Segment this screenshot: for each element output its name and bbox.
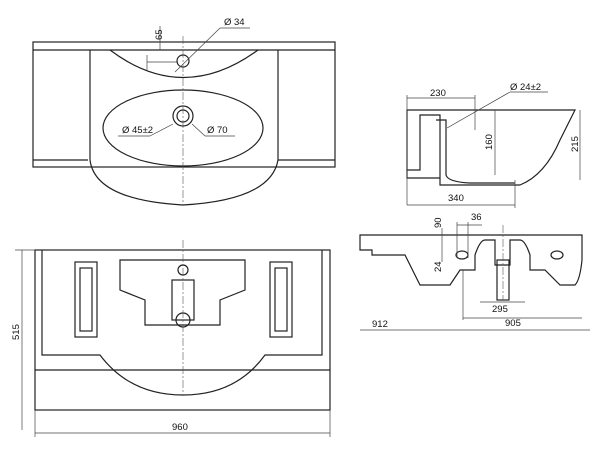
fix-height-label: 24 <box>433 261 444 272</box>
total-height-label: 215 <box>570 136 581 152</box>
drain-outer-diameter-label: Ø 70 <box>207 125 228 136</box>
fix-offset-label: 90 <box>433 217 444 228</box>
fix-spacing-label: 905 <box>505 318 521 329</box>
drain-depth-label: 230 <box>430 88 446 99</box>
tap-hole-diameter-label: Ø 34 <box>224 17 245 28</box>
drain-width-label: 295 <box>492 304 508 315</box>
tap-offset-label: 65 <box>154 29 165 40</box>
bowl-depth-label: 160 <box>484 134 495 150</box>
side-view: 230 Ø 24±2 160 215 340 <box>406 82 581 208</box>
width-label: 960 <box>172 422 188 433</box>
drain-inner-diameter-label: Ø 45±2 <box>122 125 153 136</box>
fix-width-label: 36 <box>471 212 482 223</box>
top-view: Ø 34 65 Ø 45±2 Ø 70 <box>32 17 336 206</box>
overflow-diameter-label: Ø 24±2 <box>510 82 541 93</box>
total-depth-label: 340 <box>448 193 464 204</box>
depth-label: 515 <box>11 324 22 340</box>
overall-width-label: 912 <box>372 319 388 330</box>
front-view: 90 36 24 295 905 912 <box>359 212 590 331</box>
bottom-view: 515 960 <box>11 240 331 437</box>
